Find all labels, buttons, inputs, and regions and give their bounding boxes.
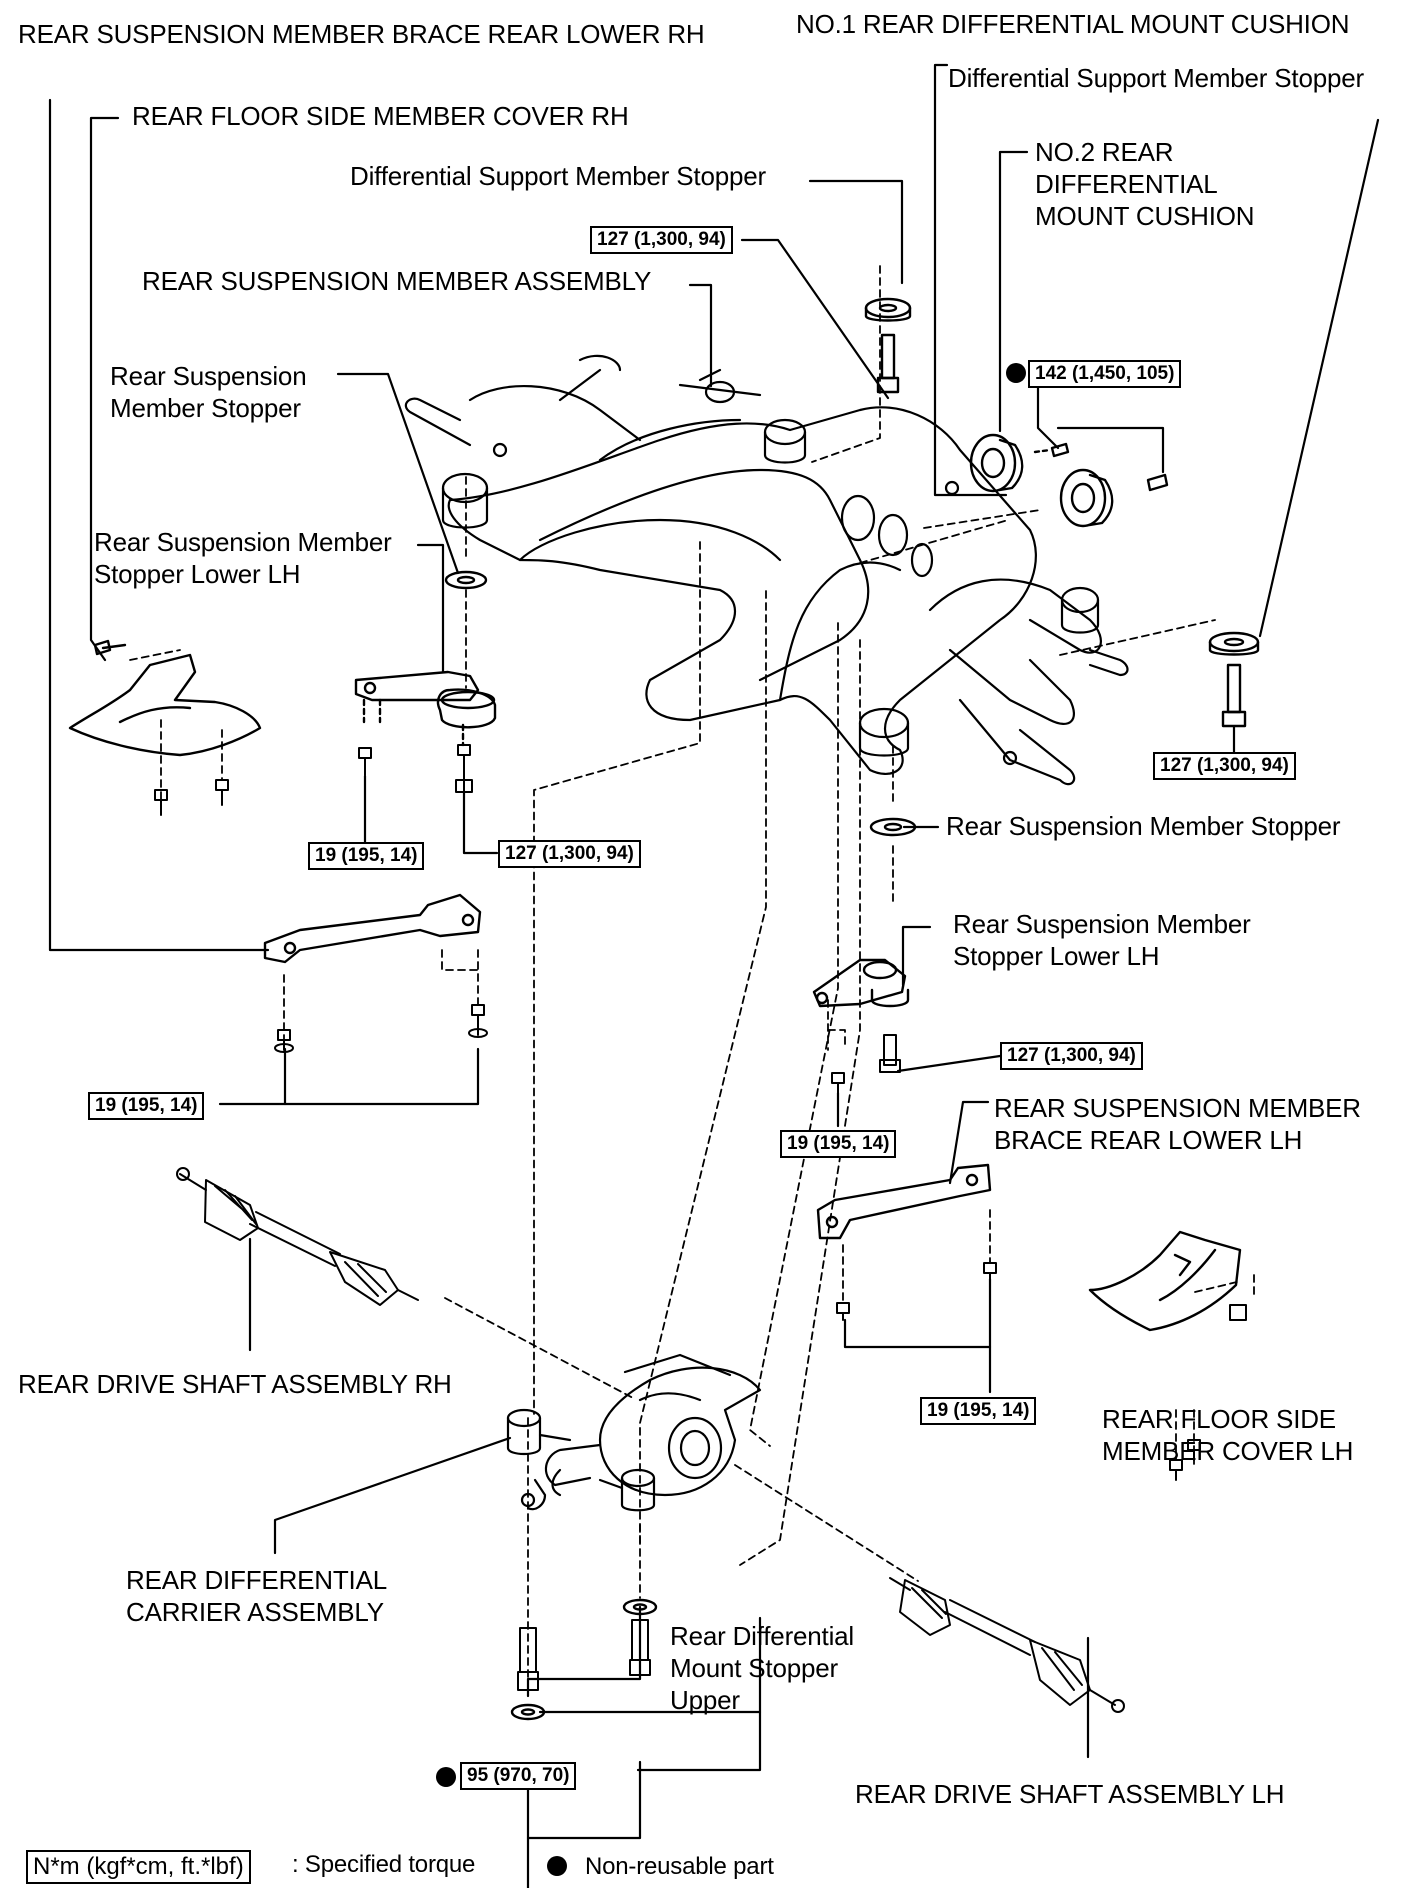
torque-cushion: 142 (1,450, 105) <box>1028 360 1182 388</box>
diff-support-stopper-left <box>864 297 912 394</box>
label-no2-mount-cushion: NO.2 REAR DIFFERENTIAL MOUNT CUSHION <box>1035 137 1255 231</box>
torque-brace-rh: 19 (195, 14) <box>88 1092 205 1120</box>
non-reusable-dot-cushion <box>1006 363 1026 383</box>
label-brace-rear-lower-rh: REAR SUSPENSION MEMBER BRACE REAR LOWER … <box>18 19 705 49</box>
bolts <box>154 744 1247 1691</box>
floor-cover-rh <box>68 639 262 757</box>
torque-lower-right-127: 127 (1,300, 94) <box>1000 1042 1143 1070</box>
floor-cover-lh <box>1088 1230 1242 1332</box>
member-stopper-right <box>869 817 917 837</box>
diff-mount-stopper-upper <box>510 1598 658 1721</box>
label-member-stopper-right: Rear Suspension Member Stopper <box>946 811 1341 841</box>
rear-suspension-member-assembly <box>404 354 1129 786</box>
diff-support-stopper-right <box>1208 631 1260 728</box>
label-no1-mount-cushion: NO.1 REAR DIFFERENTIAL MOUNT CUSHION <box>796 9 1350 39</box>
member-stopper-left <box>444 570 488 590</box>
label-member-stopper-lower-left: Rear Suspension Member Stopper Lower LH <box>94 527 392 589</box>
label-member-assembly: REAR SUSPENSION MEMBER ASSEMBLY <box>142 266 652 296</box>
legend-unit-desc: : Specified torque <box>292 1851 476 1878</box>
drive-shaft-rh <box>176 1167 419 1306</box>
dashed-guide-lines <box>129 265 1255 1681</box>
label-floor-cover-lh: REAR FLOOR SIDE MEMBER COVER LH <box>1102 1404 1354 1466</box>
non-reusable-dot-carrier <box>436 1767 456 1787</box>
brace-rear-lower-lh <box>816 1163 992 1240</box>
label-brace-rear-lower-lh: REAR SUSPENSION MEMBER BRACE REAR LOWER … <box>994 1093 1361 1155</box>
label-drive-shaft-lh: REAR DRIVE SHAFT ASSEMBLY LH <box>855 1779 1285 1809</box>
torque-brace-lh: 19 (195, 14) <box>920 1397 1037 1425</box>
label-diff-support-stopper-right: Differential Support Member Stopper <box>948 63 1364 93</box>
drive-shaft-lh <box>889 1577 1125 1713</box>
torque-lower-right-19: 19 (195, 14) <box>780 1130 897 1158</box>
label-diff-support-stopper-left: Differential Support Member Stopper <box>350 161 766 191</box>
torque-lower-left-19: 19 (195, 14) <box>308 842 425 870</box>
diff-carrier-assembly <box>506 1353 762 1512</box>
torque-lower-left-127: 127 (1,300, 94) <box>498 840 641 868</box>
label-floor-cover-rh: REAR FLOOR SIDE MEMBER COVER RH <box>132 101 629 131</box>
non-reusable-legend-dot <box>547 1856 567 1876</box>
no2-mount-cushion <box>969 433 1169 528</box>
label-drive-shaft-rh: REAR DRIVE SHAFT ASSEMBLY RH <box>18 1369 452 1399</box>
label-mount-stopper-upper: Rear Differential Mount Stopper Upper <box>670 1621 854 1715</box>
label-member-stopper-lower-right: Rear Suspension Member Stopper Lower LH <box>953 909 1251 971</box>
label-carrier-assembly: REAR DIFFERENTIAL CARRIER ASSEMBLY <box>126 1565 387 1627</box>
legend-unit-box: N*m (kgf*cm, ft.*lbf) <box>26 1850 251 1884</box>
member-stopper-lower-left <box>354 670 497 747</box>
member-stopper-lower-right <box>812 958 910 1008</box>
brace-rear-lower-rh <box>263 893 482 964</box>
torque-right-stopper: 127 (1,300, 94) <box>1153 752 1296 780</box>
torque-diff-stopper: 127 (1,300, 94) <box>590 226 733 254</box>
torque-carrier: 95 (970, 70) <box>460 1762 577 1790</box>
legend-nonreusable: Non-reusable part <box>585 1853 774 1880</box>
label-member-stopper-upper: Rear Suspension Member Stopper <box>110 361 307 423</box>
